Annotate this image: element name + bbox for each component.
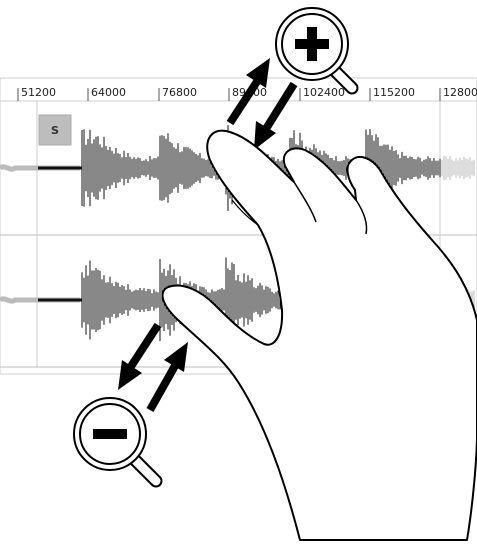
magnifier-plus-icon — [275, 7, 359, 95]
timeline-ruler[interactable]: 51200 64000 76800 89600 102400 115200 12… — [17, 86, 477, 101]
zoom-out-arrows — [118, 322, 188, 412]
ruler-label: 128000 — [443, 86, 477, 99]
ruler-label: 76800 — [162, 86, 197, 99]
zoom-in-arrows — [226, 58, 298, 150]
solo-button-background[interactable] — [38, 114, 72, 146]
pinch-hand-icon — [161, 129, 477, 541]
solo-button[interactable]: S — [38, 114, 72, 146]
ruler-label: 64000 — [91, 86, 126, 99]
waveform-lead — [0, 296, 80, 304]
ruler-label: 115200 — [373, 86, 415, 99]
ruler-label: 51200 — [21, 86, 56, 99]
magnifier-minus-icon — [73, 397, 163, 488]
ruler-label: 102400 — [303, 86, 345, 99]
solo-button-label: S — [51, 124, 59, 137]
waveform-lead — [0, 164, 80, 172]
